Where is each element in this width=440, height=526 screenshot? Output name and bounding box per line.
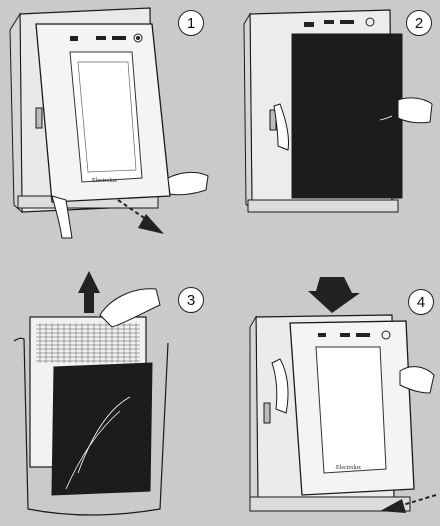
hand-icon: [398, 98, 432, 123]
hand-icon: [168, 172, 208, 194]
step-2-number: 2: [415, 15, 423, 32]
arrow-down-icon: [308, 277, 360, 313]
step-2-panel: 2: [220, 0, 440, 263]
step-4-number: 4: [417, 294, 425, 311]
step-4-brand-logo: Electrolux: [336, 465, 361, 471]
step-3-badge: 3: [178, 287, 204, 313]
step-2-drawing: [220, 0, 440, 263]
step-1-badge: 1: [178, 10, 204, 36]
step-1-brand-logo: Electrolux: [92, 178, 117, 184]
step-3-number: 3: [187, 292, 195, 309]
step-2-badge: 2: [406, 10, 432, 36]
step-1-number: 1: [187, 15, 195, 32]
step-4-drawing: [220, 263, 440, 526]
arrow-up-icon: [78, 271, 100, 313]
step-4-badge: 4: [408, 289, 434, 315]
step-1-panel: 1 Electrolux: [0, 0, 220, 263]
step-1-drawing: [0, 0, 220, 263]
step-3-panel: 3: [0, 263, 220, 526]
step-4-panel: 4 Electrolux: [220, 263, 440, 526]
